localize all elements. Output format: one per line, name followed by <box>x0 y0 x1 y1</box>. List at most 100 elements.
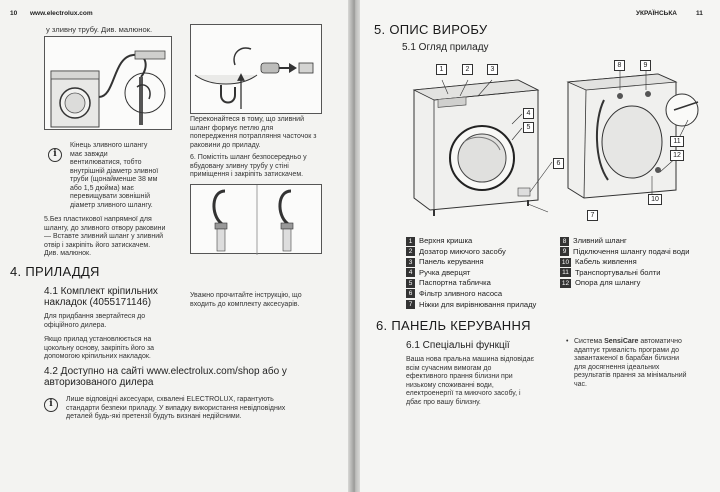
legend-number: 9 <box>560 247 569 257</box>
legend-item: 1 Верхня кришка <box>406 236 536 247</box>
s61-body-line: ефективного прання білизни при <box>406 373 513 380</box>
callout-7: 7 <box>587 210 598 221</box>
sensicare-first-line: Система SensiCare автоматично <box>574 338 714 347</box>
left-page: 10 www.electrolux.com у зливну трубу. Ди… <box>0 0 352 492</box>
callout-6: 6 <box>553 158 564 169</box>
s61-body-line: низькому споживанні води, <box>406 381 494 389</box>
step-5-line: — Вставте зливний шланг у зливний <box>44 233 164 240</box>
bullet-line: адаптує тривалість програми до <box>574 346 680 354</box>
loop-text-line: раковини до приладу. <box>190 141 261 149</box>
info-icon: i <box>44 398 58 412</box>
legend-number: 7 <box>406 300 415 310</box>
section-6-1-body: Ваша нова пральна машина відповідає всім… <box>406 356 566 407</box>
legend-number: 8 <box>560 236 569 246</box>
step-5-line: шлангу, до зливного отвору раковини <box>44 224 166 232</box>
callout-2: 2 <box>462 64 473 75</box>
s61-body-line: електроенергії та миючого засобу, і <box>406 390 521 397</box>
section-6-1-title: 6.1 Спеціальні функції <box>406 340 510 351</box>
figure-sink-loop <box>190 24 322 114</box>
section-4-title: 4. ПРИЛАДДЯ <box>10 264 100 279</box>
callout-12: 12 <box>670 150 684 161</box>
legend-label: Паспортна табличка <box>419 278 491 288</box>
site-url: www.electrolux.com <box>30 10 93 17</box>
step-6-line: вбудовану зливну трубу у стіні <box>190 162 289 170</box>
s41-note-line: входить до комплекту аксесуарів. <box>190 300 300 308</box>
s41-body-line: цокольну основу, закріпіть його за <box>44 344 155 352</box>
legend-label: Фільтр зливного насоса <box>419 288 503 298</box>
section-4-1-body-2: Якщо прилад установлюється на цокольну о… <box>44 336 154 362</box>
legend-item: 7 Ніжки для вирівнювання приладу <box>406 300 536 311</box>
legend-number: 10 <box>560 257 571 267</box>
info-hose-line: труби (щонайменше 38 мм <box>70 176 158 183</box>
legend-number: 12 <box>560 278 571 288</box>
info-hose-line: Кінець зливного шлангу <box>70 142 148 149</box>
bullet-line: для досягнення ідеальних <box>574 363 660 371</box>
legend-label: Зливний шланг <box>573 236 627 245</box>
sink-loop-illustration <box>194 47 314 109</box>
bullet-line: результатів прання за мінімальний <box>574 372 687 379</box>
callout-3: 3 <box>487 64 498 75</box>
section-4-2-info: Лише відповідні аксесуари, схвалені ELEC… <box>66 396 348 422</box>
legend-label: Транспортувальні болти <box>575 267 661 277</box>
legend-label: Ніжки для вирівнювання приладу <box>419 299 537 309</box>
callout-11: 11 <box>670 136 684 147</box>
section-6-title: 6. ПАНЕЛЬ КЕРУВАННЯ <box>376 318 531 333</box>
legend-item: 8 Зливний шланг <box>560 236 689 247</box>
right-page: УКРАЇНСЬКА 11 5. ОПИС ВИРОБУ 5.1 Огляд п… <box>360 0 720 492</box>
figure-wall-pipe <box>190 184 322 255</box>
washer-hose-illustration <box>50 50 166 128</box>
s42-info-line: стандарти безпеки приладу. У випадку вик… <box>66 404 286 412</box>
bullet-prefix: Система <box>574 338 605 345</box>
book-spine <box>348 0 362 492</box>
info-hose-line: або 1,5 дюйма) має <box>70 184 134 192</box>
callout-9: 9 <box>640 60 651 71</box>
section-4-1-title-line: накладок (4055171146) <box>44 297 152 308</box>
info-hose-line: має завжди <box>70 150 108 158</box>
info-hose-line: вентилюватися, тобто <box>70 159 142 166</box>
s61-body-line: Ваша нова пральна машина відповідає <box>406 356 535 363</box>
info-hose-note: Кінець зливного шлангу має завжди вентил… <box>70 142 180 210</box>
info-icon: i <box>48 148 62 162</box>
legend-number: 4 <box>406 268 415 278</box>
info-hose-line: перевищувати зовнішній <box>70 193 150 200</box>
legend-label: Дозатор миючого засобу <box>419 246 506 256</box>
step-6-line: приміщення і закріпіть затискачем. <box>190 171 304 178</box>
bullet-line: завантаженої в барабан білизни <box>574 355 680 362</box>
legend-number: 5 <box>406 278 415 288</box>
legend-item: 2 Дозатор миючого засобу <box>406 247 536 258</box>
step-5-line: отвір і закріпіть його затискачем. <box>44 241 151 249</box>
legend-label: Ручка дверцят <box>419 267 471 277</box>
section-5-1-title: 5.1 Огляд приладу <box>402 42 489 53</box>
s42-info-line: деталей будь-які претензії будуть визнан… <box>66 413 242 420</box>
section-4-1-body-1: Для придбання звертайтеся до офіційного … <box>44 313 145 330</box>
language-header: УКРАЇНСЬКА <box>636 10 677 17</box>
loop-text-line: попередження потрапляння часточок з <box>190 133 317 140</box>
sensicare-brand: SensiCare <box>604 338 639 345</box>
section-4-1-note: Уважно прочитайте інструкцію, що входить… <box>190 292 302 309</box>
legend-number: 3 <box>406 257 415 267</box>
bullet-line: час. <box>574 380 587 388</box>
figure-washer-hose <box>44 36 172 130</box>
legend-item: 4 Ручка дверцят <box>406 268 536 279</box>
s61-body-line: всім сучасним вимогам до <box>406 364 492 372</box>
info-hose-line: внутрішній діаметр зливної <box>70 167 159 175</box>
s41-body-line: допомогою кріпильних накладок. <box>44 353 151 360</box>
callout-5: 5 <box>523 122 534 133</box>
step-5-text: 5.Без пластикової напрямної для шлангу, … <box>44 216 180 259</box>
legend-number: 2 <box>406 247 415 257</box>
legend-label: Кабель живлення <box>575 257 637 267</box>
legend-number: 1 <box>406 236 415 246</box>
s41-body-line: офіційного дилера. <box>44 321 107 329</box>
legend-label: Верхня кришка <box>419 236 473 245</box>
callout-1: 1 <box>436 64 447 75</box>
product-overview-illustration <box>412 66 699 216</box>
section-4-2-title: 4.2 Доступно на сайті www.electrolux.com… <box>44 366 344 388</box>
wall-pipe-illustration <box>212 185 294 255</box>
callout-8: 8 <box>614 60 625 71</box>
sensicare-bullet: Система SensiCare автоматично адаптує тр… <box>566 338 714 389</box>
